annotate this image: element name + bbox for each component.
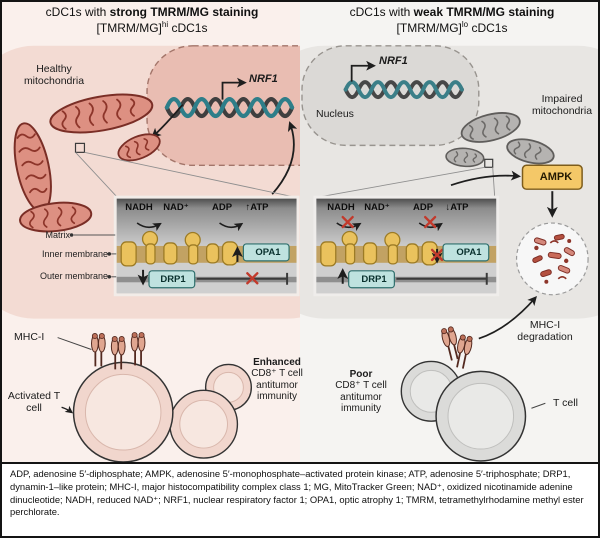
activated-t-cell-pointer	[61, 405, 74, 414]
healthy-mitochondrion-4	[19, 201, 93, 233]
dna-helix-left	[164, 97, 295, 119]
mhc1-label-left: MHC-I	[14, 331, 45, 343]
healthy-mitochondrion-1	[49, 93, 154, 134]
diagram-area: cDC1s with strong TMRM/MG staining [TMRM…	[2, 2, 598, 462]
ampk-label: AMPK	[539, 171, 573, 183]
right-subtitle-sup: lo	[461, 19, 469, 29]
fission-inhibition-line-right	[396, 272, 488, 285]
atp-label-left: ↑ATP	[245, 202, 269, 213]
mitochondria-fragments	[532, 233, 575, 284]
membrane-label-connectors	[69, 233, 117, 279]
nrf1-transcription-arrow-right	[350, 60, 376, 82]
arrow-to-ampk	[450, 170, 521, 187]
right-title-line2: [TMRM/MG]lo cDC1s	[304, 19, 598, 36]
left-panel-title: cDC1s with strong TMRM/MG staining [TMRM…	[4, 5, 300, 35]
outcome-left-rest: CD8⁺ T cell antitumor immunity	[251, 368, 303, 402]
membrane-inset-right	[313, 195, 500, 297]
mitophagy-circle	[515, 222, 589, 296]
drp1-box-left	[148, 270, 196, 289]
diagram-art	[2, 2, 598, 462]
activated-t-cell-label: Activated T cell	[7, 390, 61, 414]
nadh-to-nad-arrow-right	[336, 222, 362, 232]
t-cells-right	[400, 360, 527, 462]
activated-t-cells	[72, 361, 253, 462]
abbreviations-footer: ADP, adenosine 5′-diphosphate; AMPK, ade…	[2, 462, 598, 536]
outcome-right: Poor CD8⁺ T cell antitumor immunity	[332, 369, 390, 414]
opa1-box-left	[242, 243, 290, 262]
impaired-mitochondrion-1	[460, 112, 521, 143]
left-title-pre: cDC1s with	[45, 5, 110, 19]
right-title-line1: cDC1s with weak TMRM/MG staining	[304, 5, 598, 20]
nrf1-gene-label-right: NRF1	[379, 55, 408, 67]
drp1-box-right	[348, 270, 395, 289]
outcome-right-bold: Poor	[349, 369, 373, 380]
mhc1-degradation-label: MHC-I degradation	[517, 319, 573, 343]
ampk-box	[521, 164, 583, 190]
arrow-inset-to-nrf1	[271, 121, 298, 195]
respiratory-complexes-right	[320, 230, 438, 267]
nadh-label-left: NADH	[125, 202, 153, 213]
dna-helix-right	[343, 80, 464, 99]
opa1-label-left: OPA1	[255, 247, 281, 258]
left-subtitle-base: [TMRM/MG]	[96, 20, 162, 35]
right-subtitle-rest: cDC1s	[468, 20, 508, 35]
left-title-line1: cDC1s with strong TMRM/MG staining	[4, 5, 300, 20]
zoom-lines-right	[317, 166, 496, 198]
atp-label-right: ↓ATP	[445, 202, 469, 213]
opa1-box-right	[442, 243, 490, 262]
adp-label-right: ADP	[412, 202, 434, 213]
outcome-left-bold: Enhanced	[253, 357, 301, 368]
inhibited-x-icon	[430, 248, 444, 262]
nad-label-left: NAD⁺	[163, 202, 189, 213]
respiratory-complexes-left	[120, 230, 239, 267]
matrix-label: Matrix	[45, 230, 71, 240]
nucleus-label: Nucleus	[316, 108, 354, 120]
inhibited-x-icon	[341, 215, 354, 229]
adp-to-atp-arrow-right	[418, 222, 443, 232]
zoom-lines-left	[75, 151, 296, 198]
zoom-box-right	[484, 158, 494, 168]
healthy-mitochondrion-2	[13, 122, 52, 213]
inhibited-x-icon	[246, 272, 259, 285]
drp1-label-left: DRP1	[160, 274, 186, 285]
fission-inhibition-line-left	[196, 272, 289, 285]
mhc-degradation-arrow	[478, 295, 537, 340]
abbreviations-text: ADP, adenosine 5′-diphosphate; AMPK, ade…	[10, 468, 584, 518]
mhc1-label-connector	[57, 337, 92, 350]
left-title-bold: strong TMRM/MG staining	[109, 5, 259, 19]
healthy-mitochondrion-3	[117, 133, 161, 162]
inhibited-x-icon	[423, 215, 437, 229]
nadh-label-right: NADH	[327, 202, 355, 213]
inner-membrane-label: Inner membrane	[41, 249, 108, 259]
adp-to-atp-arrow-left	[219, 222, 244, 232]
zoom-box-left	[74, 142, 86, 153]
left-title-line2: [TMRM/MG]hi cDC1s	[4, 20, 300, 36]
right-title-bold: weak TMRM/MG staining	[413, 5, 555, 19]
right-subtitle-base: [TMRM/MG]	[396, 20, 462, 35]
nrf1-transcription-arrow-left	[221, 77, 247, 100]
impaired-mitochondrion-2	[506, 138, 555, 165]
right-panel-title: cDC1s with weak TMRM/MG staining [TMRM/M…	[304, 5, 598, 36]
outcome-right-rest: CD8⁺ T cell antitumor immunity	[335, 380, 387, 414]
outcome-left: Enhanced CD8⁺ T cell antitumor immunity	[248, 357, 306, 402]
t-cell-label-connector	[531, 402, 546, 409]
healthy-mitochondria-label: Healthy mitochondria	[23, 63, 85, 87]
left-subtitle-sup: hi	[161, 19, 169, 29]
opa1-label-right: OPA1	[456, 247, 482, 258]
nad-label-right: NAD⁺	[364, 202, 390, 213]
outer-membrane-label: Outer membrane	[39, 271, 108, 281]
membrane-inset-left	[113, 195, 300, 297]
right-title-pre: cDC1s with	[349, 5, 414, 19]
nadh-to-nad-arrow-left	[136, 222, 162, 232]
left-subtitle-rest: cDC1s	[168, 20, 208, 35]
adp-label-left: ADP	[211, 202, 233, 213]
nrf1-gene-label-left: NRF1	[249, 73, 278, 85]
impaired-mitochondrion-3	[445, 147, 485, 168]
drp1-label-right: DRP1	[361, 274, 387, 285]
impaired-mitochondria-label: Impaired mitochondria	[531, 93, 593, 117]
t-cell-label: T cell	[553, 397, 578, 409]
